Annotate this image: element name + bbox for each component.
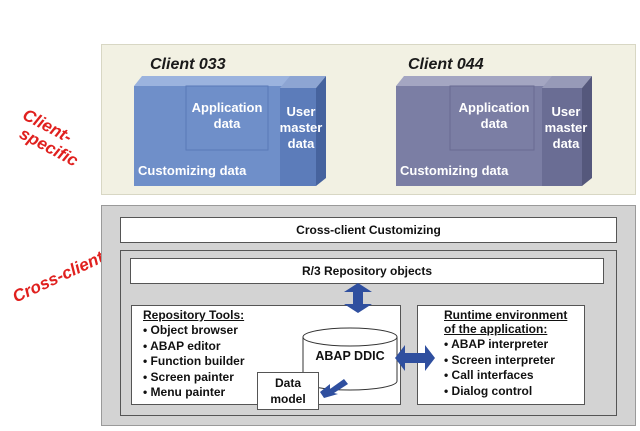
client-033-cubes: [134, 76, 326, 186]
runtime-item: • Dialog control: [444, 383, 533, 398]
repository-tools-title: Repository Tools:: [143, 308, 245, 322]
vertical-double-arrow: [344, 283, 372, 313]
runtime-item: • Call interfaces: [444, 368, 534, 382]
client-044-application-block: [449, 85, 535, 151]
client-specific-label: Client- specific: [11, 105, 89, 170]
horizontal-double-arrow: [395, 345, 435, 371]
runtime-item: • Screen interpreter: [444, 352, 555, 367]
client-033-user-line-1: User: [286, 104, 316, 119]
runtime-list: • ABAP interpreter • Screen interpreter …: [444, 337, 555, 399]
client-044-cubes: [396, 76, 592, 186]
client-033-application-line-1: Application: [191, 100, 263, 115]
ddic-label: ABAP DDIC: [315, 349, 385, 363]
cross-client-customizing-box: Cross-client Customizing: [120, 217, 617, 243]
repository-tool-item: • Object browser: [143, 323, 238, 337]
client-033-user-line-2: master: [279, 120, 323, 135]
repository-tool-item: • Function builder: [143, 354, 245, 368]
runtime-item: • ABAP interpreter: [444, 337, 549, 351]
cross-client-customizing-label: Cross-client Customizing: [296, 222, 441, 237]
client-033-customizing-data: Customizing data: [138, 163, 247, 178]
repository-objects-box: R/3 Repository objects: [130, 258, 604, 284]
data-model-line-1: Data: [274, 376, 301, 390]
client-033-application-line-2: data: [213, 116, 241, 131]
repository-objects-label: R/3 Repository objects: [301, 263, 433, 278]
data-model-box: Data model: [257, 372, 319, 410]
client-033-user-master-block: [280, 88, 316, 186]
client-033-application-data: Application data: [186, 100, 268, 132]
repository-tools-list: • Object browser • ABAP editor • Functio…: [143, 323, 245, 401]
data-model-line-2: model: [270, 391, 306, 406]
runtime-title-line-2: of the application:: [444, 322, 548, 336]
client-044-customizing-data: Customizing data: [400, 163, 509, 178]
diagonal-arrow: [320, 379, 348, 398]
client-044-user-master-block: [542, 88, 582, 186]
client-033-user-line-3: data: [287, 136, 315, 151]
client-044-user-line-1: User: [551, 104, 581, 119]
client-033-application-block: [185, 85, 269, 151]
client-044-title: Client 044: [408, 56, 484, 73]
client-044-application-data: Application data: [452, 100, 536, 132]
repository-tool-item: • ABAP editor: [143, 338, 221, 353]
repository-area: [120, 250, 617, 416]
runtime-title-line-1: Runtime environment: [444, 308, 568, 322]
client-044-application-line-2: data: [480, 116, 508, 131]
runtime-environment-box: [417, 305, 585, 405]
repository-tool-item: • Screen painter: [143, 369, 234, 384]
repository-tool-item: • Menu painter: [143, 385, 226, 399]
client-044-user-line-2: master: [544, 120, 588, 135]
client-033-user-master-data: User master data: [276, 104, 326, 152]
client-033-title: Client 033: [150, 56, 226, 73]
cross-client-label: Cross-client: [9, 247, 107, 307]
client-044-application-line-1: Application: [458, 100, 530, 115]
client-044-user-line-3: data: [552, 136, 580, 151]
client-044-user-master-data: User master data: [540, 104, 592, 152]
